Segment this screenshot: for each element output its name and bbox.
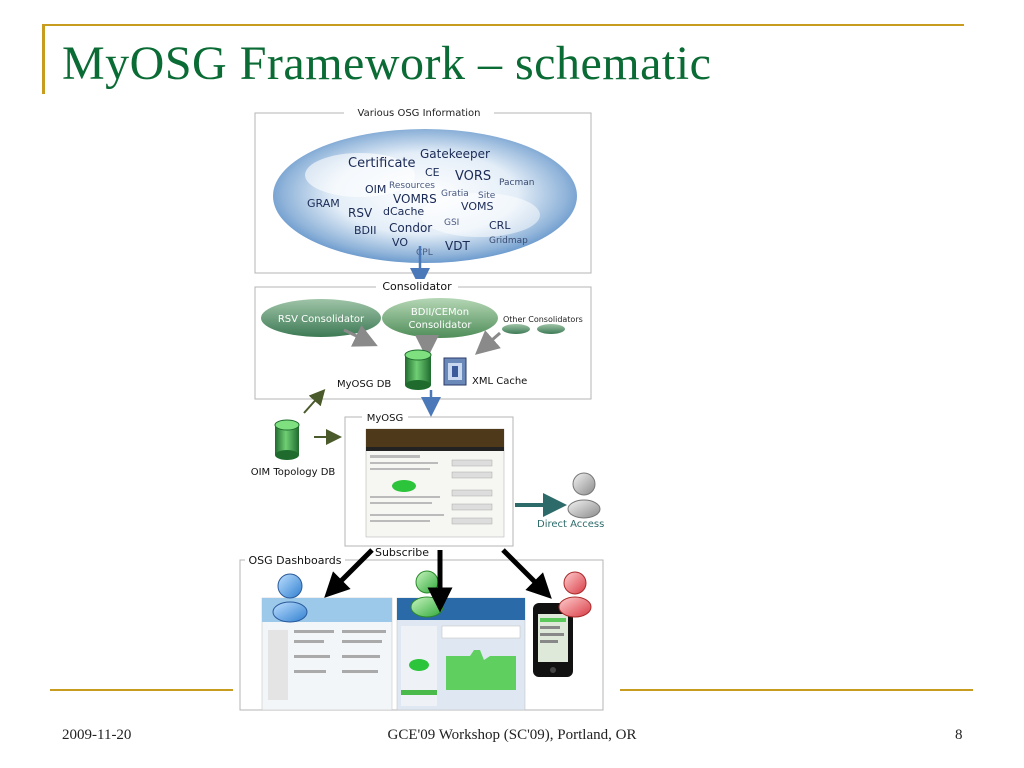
term-gram: GRAM (307, 197, 340, 210)
term-crl: CRL (489, 219, 511, 232)
bdii-consolidator-line1: BDII/CEMon (411, 307, 469, 318)
term-oim: OIM (365, 183, 386, 196)
direct-access-label: Direct Access (537, 519, 604, 530)
term-rsv: RSV (348, 206, 373, 220)
myosg-db-cylinder (404, 349, 432, 390)
term-dcache: dCache (383, 205, 424, 218)
top-rule (42, 24, 964, 26)
dashboards-section: OSG Dashboards Subscribe (239, 546, 604, 711)
term-certificate: Certificate (348, 156, 416, 171)
dashboards-label: OSG Dashboards (248, 554, 341, 567)
xml-cache-label: XML Cache (472, 376, 527, 387)
term-gridmap: Gridmap (489, 236, 528, 246)
term-cpl: CPL (416, 248, 433, 258)
info-section: Various OSG Information Certificate Gate… (254, 105, 592, 274)
consolidator-label: Consolidator (382, 280, 452, 293)
term-condor: Condor (389, 221, 432, 235)
footer-date: 2009-11-20 (62, 727, 132, 743)
bdii-consolidator (382, 298, 498, 338)
oim-topology-db: OIM Topology DB (251, 419, 336, 478)
dashboard-screenshot-1 (261, 597, 393, 711)
myosg-db-label: MyOSG DB (337, 379, 391, 390)
term-site: Site (478, 191, 496, 201)
myosg-label: MyOSG (367, 413, 404, 424)
info-label: Various OSG Information (358, 108, 481, 119)
other-consolidator-1 (502, 324, 530, 334)
footer-rule-left (50, 689, 233, 691)
bdii-consolidator-line2: Consolidator (409, 320, 473, 331)
rsv-consolidator-label: RSV Consolidator (278, 314, 365, 325)
term-resources: Resources (389, 181, 435, 191)
term-vdt: VDT (445, 239, 470, 253)
direct-access-user-icon (567, 472, 601, 519)
term-vo: VO (392, 236, 408, 249)
xml-cache-icon (443, 357, 467, 386)
page-number: 8 (955, 727, 963, 743)
other-consolidators-label: Other Consolidators (503, 315, 583, 324)
footer-rule-right (620, 689, 973, 691)
myosg-section: MyOSG (344, 411, 514, 547)
dashboard-user-blue-icon (272, 573, 308, 623)
other-consolidator-2 (537, 324, 565, 334)
title-accent-bar (42, 24, 45, 94)
dashboard-screenshot-2 (396, 597, 526, 711)
term-ce: CE (425, 166, 440, 179)
term-gratia: Gratia (441, 189, 469, 199)
term-pacman: Pacman (499, 178, 534, 188)
arrow-subscribe-1 (324, 548, 374, 598)
dashboard-user-red-icon (558, 571, 592, 618)
term-gatekeeper: Gatekeeper (420, 147, 490, 161)
dashboard-phone (533, 603, 573, 677)
myosg-screenshot (365, 428, 505, 538)
term-vors: VORS (455, 169, 491, 184)
term-vomrs: VOMRS (393, 192, 437, 206)
term-voms: VOMS (461, 200, 493, 213)
consolidator-section: Consolidator RSV Consolidator BDII/CEMon… (254, 279, 592, 400)
term-bdii: BDII (354, 224, 377, 237)
footer-event: GCE'09 Workshop (SC'09), Portland, OR (387, 727, 637, 743)
slide-title: MyOSG Framework – schematic (62, 37, 712, 90)
subscribe-label: Subscribe (375, 546, 429, 559)
arrow-subscribe-3 (501, 548, 552, 599)
term-gsi: GSI (444, 218, 459, 228)
arrow-oim-to-consolidator (303, 389, 326, 414)
oim-db-label: OIM Topology DB (251, 467, 336, 478)
